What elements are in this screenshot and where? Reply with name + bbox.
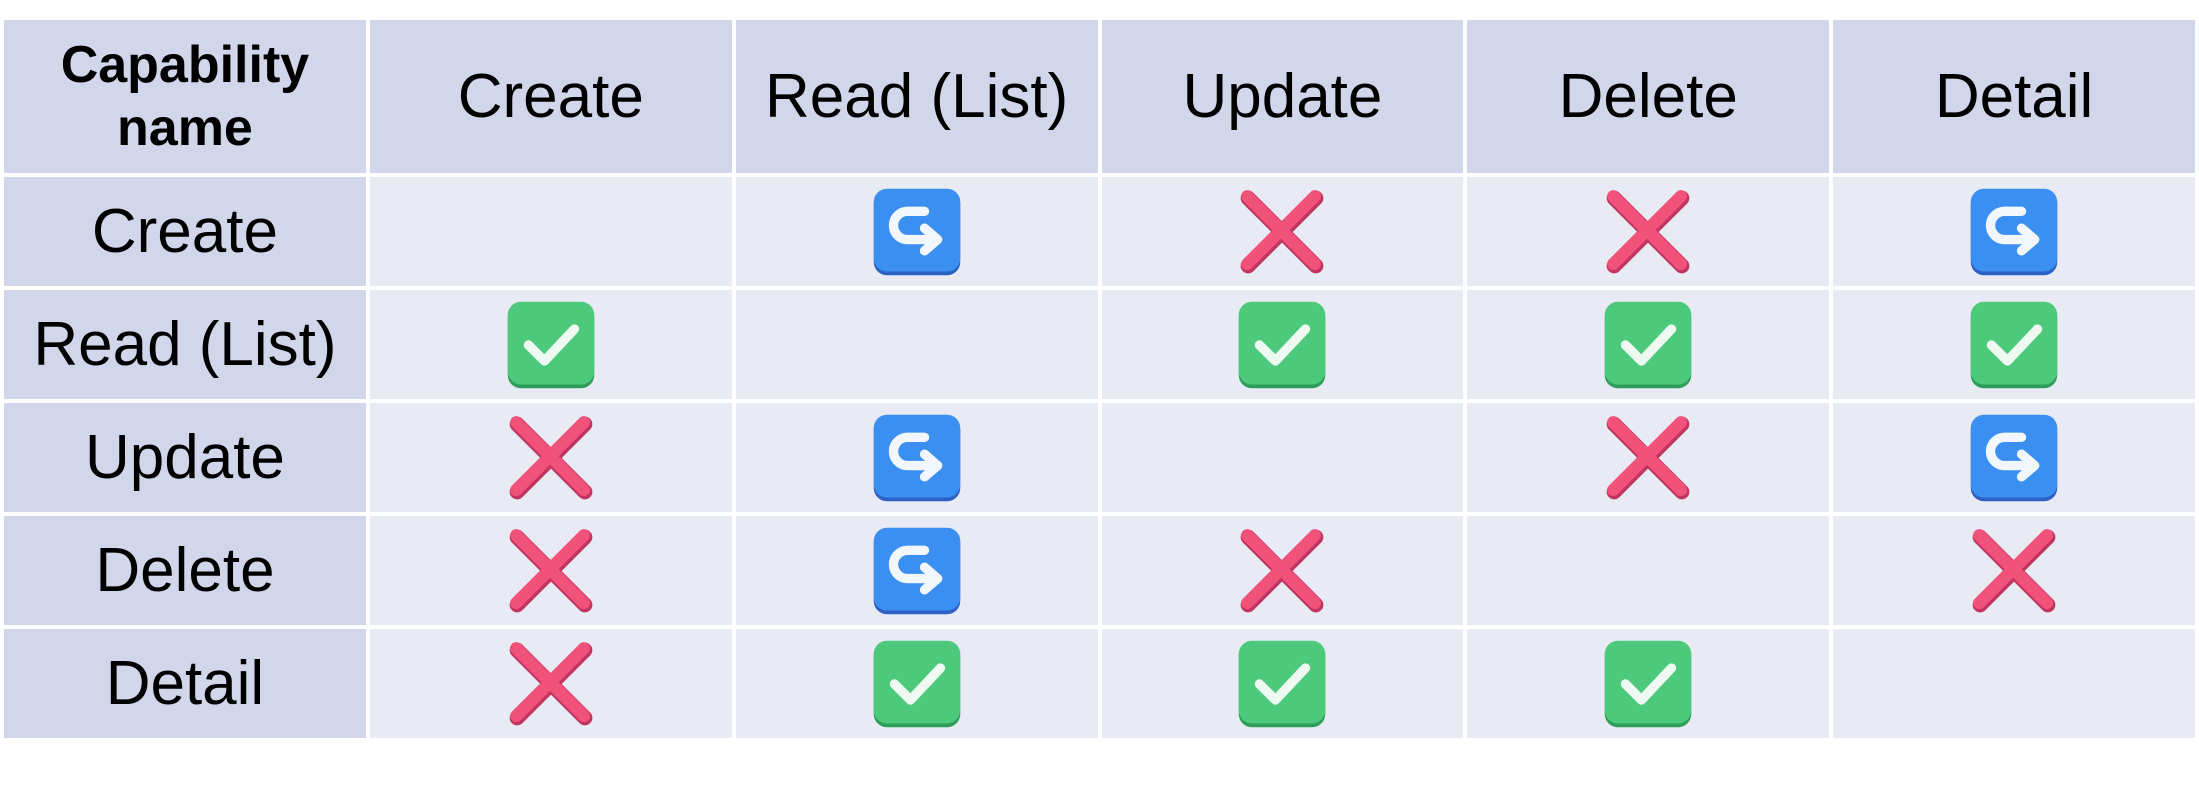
redirect-arrow-icon [870,411,964,505]
table-row: Create [4,177,2195,286]
table-cell [1101,290,1464,399]
table-cell [369,516,732,625]
row-header: Detail [4,629,366,738]
table-row: Update [4,403,2195,512]
table-row: Detail [4,629,2195,738]
table-cell [1101,629,1464,738]
check-mark-icon [504,298,598,392]
column-header: Update [1101,20,1464,173]
check-mark-icon [1235,637,1329,731]
row-header: Update [4,403,366,512]
table-cell [1833,403,2195,512]
redirect-arrow-icon [1967,185,2061,279]
cross-mark-icon [1967,524,2061,618]
row-header: Read (List) [4,290,366,399]
column-header: Create [369,20,732,173]
cross-mark-icon [504,411,598,505]
column-header: Read (List) [735,20,1098,173]
check-mark-icon [870,637,964,731]
table-cell [1833,629,2195,738]
table-cell [735,403,1098,512]
table-cell [735,516,1098,625]
column-header: Delete [1467,20,1830,173]
cross-mark-icon [1601,185,1695,279]
check-mark-icon [1967,298,2061,392]
table-cell [1101,177,1464,286]
cross-mark-icon [504,637,598,731]
table-cell [1101,516,1464,625]
table-cell [369,403,732,512]
cross-mark-icon [1601,411,1695,505]
table-row: Read (List) [4,290,2195,399]
table-cell [1467,177,1830,286]
header-row: Capability name Create Read (List) Updat… [4,20,2195,173]
check-mark-icon [1601,298,1695,392]
table-cell [1833,290,2195,399]
table-cell [1833,177,2195,286]
cross-mark-icon [1235,185,1329,279]
redirect-arrow-icon [870,185,964,279]
cross-mark-icon [1235,524,1329,618]
table-cell [369,177,732,286]
table-cell [1467,629,1830,738]
table-cell [1101,403,1464,512]
table-cell [1467,403,1830,512]
check-mark-icon [1601,637,1695,731]
table-row: Delete [4,516,2195,625]
row-header: Delete [4,516,366,625]
table-cell [735,629,1098,738]
capability-table: Capability name Create Read (List) Updat… [0,16,2199,742]
check-mark-icon [1235,298,1329,392]
table-cell [369,290,732,399]
table-cell [735,290,1098,399]
table-cell [735,177,1098,286]
redirect-arrow-icon [870,524,964,618]
redirect-arrow-icon [1967,411,2061,505]
corner-header: Capability name [4,20,366,173]
column-header: Detail [1833,20,2195,173]
table-cell [369,629,732,738]
row-header: Create [4,177,366,286]
table-cell [1467,290,1830,399]
table-cell [1467,516,1830,625]
table-cell [1833,516,2195,625]
cross-mark-icon [504,524,598,618]
